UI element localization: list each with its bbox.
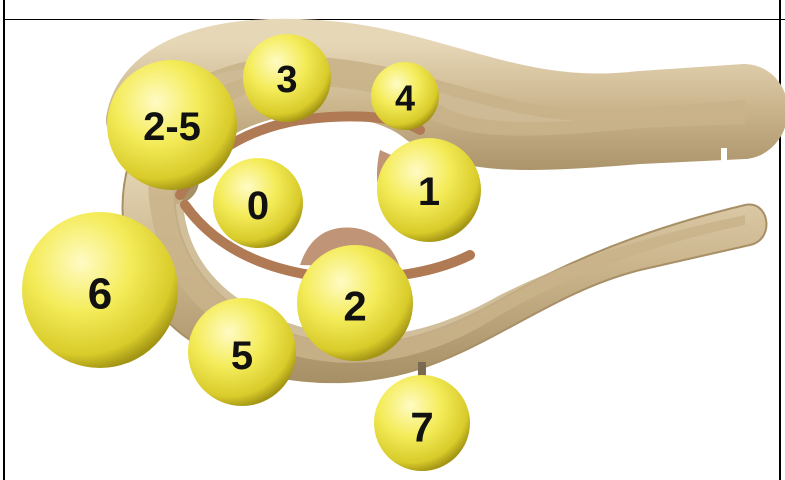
label-3: 3 bbox=[276, 59, 297, 101]
node-2-5: 2-5 bbox=[107, 60, 237, 190]
label-5: 5 bbox=[231, 334, 253, 378]
label-4: 4 bbox=[395, 78, 415, 119]
node-1: 1 bbox=[377, 138, 481, 242]
node-5: 5 bbox=[188, 298, 296, 406]
right-notch-lower bbox=[721, 258, 727, 280]
label-7: 7 bbox=[410, 404, 433, 451]
label-1: 1 bbox=[418, 170, 440, 214]
stub-connector bbox=[418, 362, 426, 376]
label-2: 2 bbox=[343, 283, 366, 330]
node-6: 6 bbox=[22, 212, 178, 368]
node-3: 3 bbox=[243, 34, 331, 122]
label-2-5: 2-5 bbox=[143, 105, 201, 149]
node-7: 7 bbox=[374, 375, 470, 471]
node-2: 2 bbox=[297, 245, 413, 361]
node-0: 0 bbox=[213, 158, 303, 248]
label-6: 6 bbox=[88, 270, 112, 319]
right-notch-upper bbox=[721, 148, 727, 170]
label-0: 0 bbox=[247, 184, 269, 228]
node-4: 4 bbox=[371, 62, 439, 130]
